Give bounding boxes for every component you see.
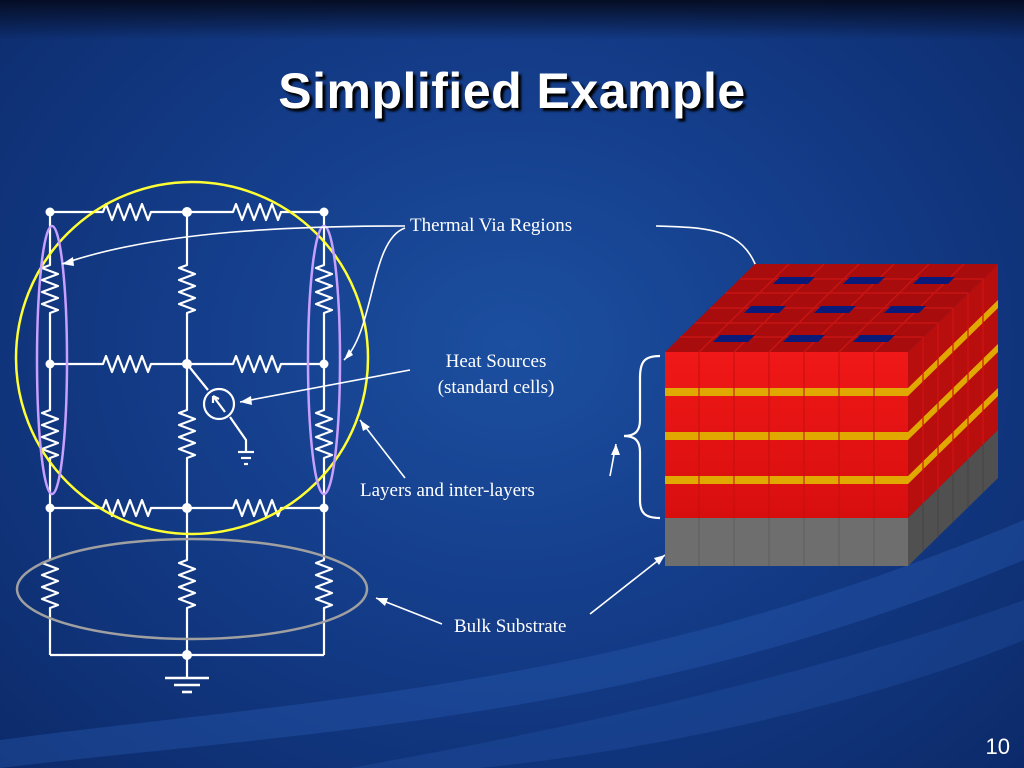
label-heat-sources-line1: Heat Sources xyxy=(445,351,547,372)
ground-symbol-main xyxy=(165,676,209,694)
resistor-right-middle xyxy=(314,364,334,508)
resistor-left-upper xyxy=(40,212,60,364)
cube-front-grid xyxy=(698,352,875,518)
resistor-center-middle xyxy=(177,364,197,508)
callout-bulk-right xyxy=(589,554,666,615)
label-heat-sources: Heat Sources (standard cells) xyxy=(412,349,580,401)
ground-symbol-small xyxy=(238,450,254,466)
cube-front-substrate xyxy=(665,518,908,566)
callout-bulk-left xyxy=(375,597,443,625)
callout-heat-sources xyxy=(239,369,411,403)
layers-highlight-circle xyxy=(14,180,370,536)
resistor-right-upper xyxy=(314,212,334,364)
current-source-arrow xyxy=(211,395,226,413)
wire-source-to-ground xyxy=(229,416,248,452)
resistor-left-middle xyxy=(40,364,60,508)
page-number: 10 xyxy=(985,734,1010,759)
thermal-vias xyxy=(713,277,955,342)
thermal-via-ellipse-right xyxy=(306,224,342,496)
circuit-nodes xyxy=(45,207,329,660)
current-source-symbol xyxy=(202,387,236,421)
slide-title: Simplified Example xyxy=(278,63,746,119)
resistor-center-upper xyxy=(177,212,197,364)
label-layers: Layers and inter-layers xyxy=(360,480,535,501)
label-heat-sources-line2: (standard cells) xyxy=(437,377,555,398)
label-thermal-via-regions: Thermal Via Regions xyxy=(410,215,573,236)
label-bulk-substrate: Bulk Substrate xyxy=(454,616,567,637)
wire-source-diagonal xyxy=(186,363,209,391)
resistor-right-substrate xyxy=(314,508,334,655)
thermal-via-ellipse-left xyxy=(35,224,69,496)
callout-thermal-via-left xyxy=(61,225,406,265)
top-dark-band xyxy=(0,0,1024,40)
resistor-center-substrate xyxy=(177,508,197,655)
substrate-highlight-ellipse xyxy=(15,537,369,641)
callout-thermal-via-right xyxy=(343,227,406,361)
curly-brace xyxy=(623,354,661,520)
inter-layers-front xyxy=(665,388,908,484)
callout-layers-left xyxy=(359,419,406,479)
